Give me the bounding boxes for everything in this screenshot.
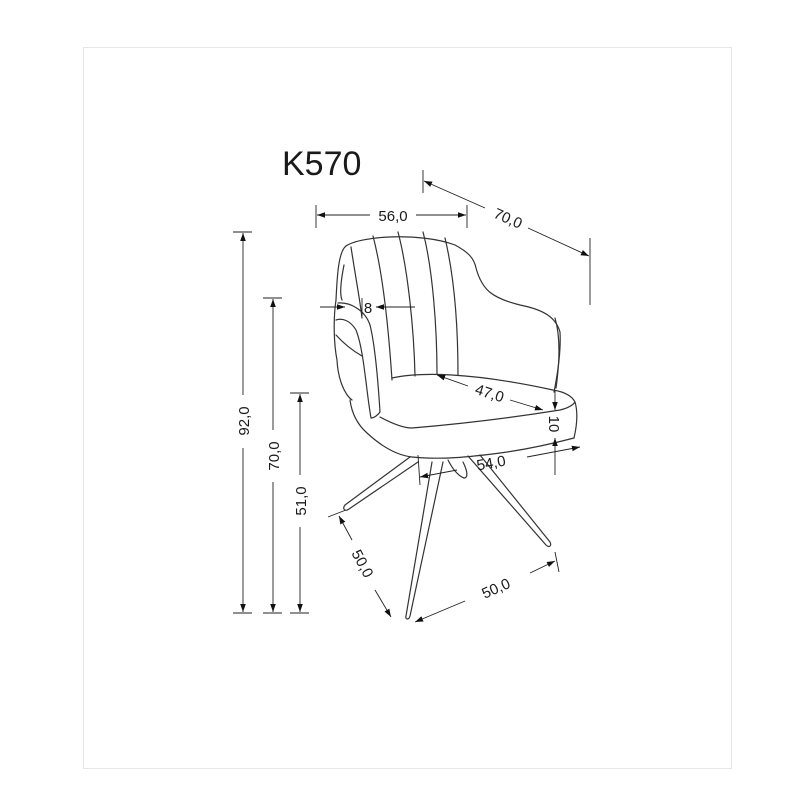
label-width: 56,0 bbox=[378, 208, 407, 225]
label-seat-depth: 47,0 bbox=[473, 381, 506, 406]
seat bbox=[391, 373, 578, 439]
label-armrest-height: 70,0 bbox=[266, 441, 283, 470]
label-armrest-width: 8 bbox=[364, 300, 372, 317]
drawing-frame bbox=[83, 47, 732, 769]
label-seat-width: 54,0 bbox=[475, 453, 507, 475]
label-seat-height: 51,0 bbox=[293, 486, 310, 515]
chair-outline bbox=[333, 231, 578, 620]
label-seat-thickness: 10 bbox=[545, 416, 562, 433]
left-armrest bbox=[335, 302, 381, 419]
label-depth: 70,0 bbox=[491, 205, 525, 232]
chair-legs bbox=[343, 454, 552, 620]
label-total-height: 92,0 bbox=[236, 406, 253, 435]
dimension-lines bbox=[233, 170, 591, 623]
label-base-width: 50,0 bbox=[479, 575, 513, 602]
label-base-depth: 50,0 bbox=[348, 547, 377, 581]
backrest bbox=[345, 236, 561, 393]
model-title: K570 bbox=[282, 145, 361, 183]
